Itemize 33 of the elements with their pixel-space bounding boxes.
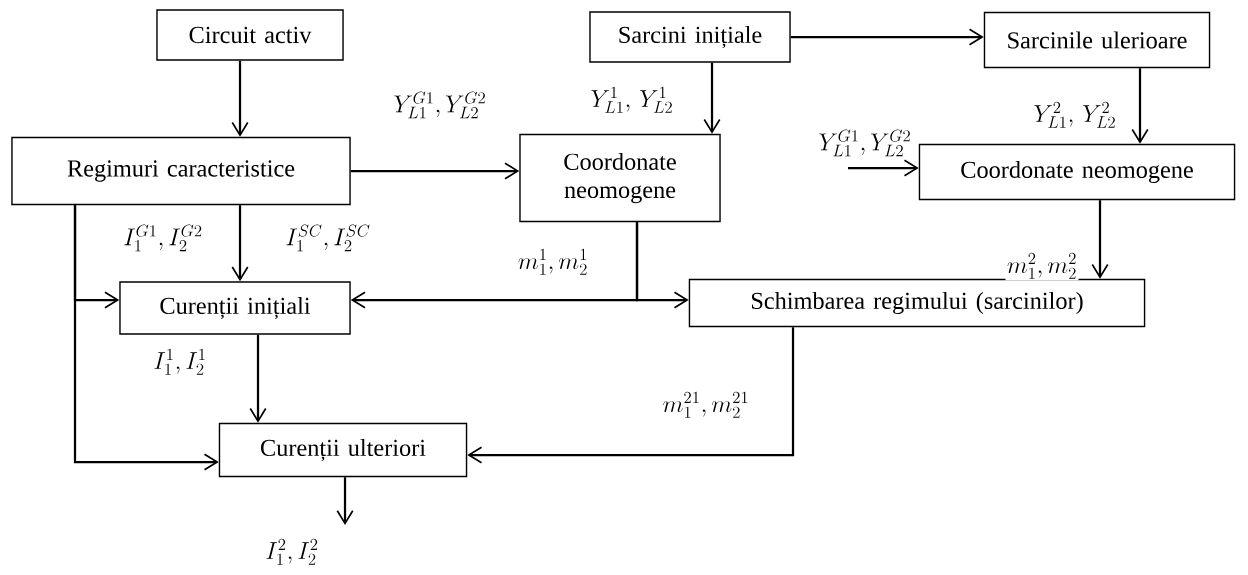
current-label: $I_1^{SC}, I_2^{SC}$ xyxy=(284,223,373,253)
process-box: Curenții inițiali xyxy=(119,281,351,335)
current-label: $I_1^{G1}, I_2^{G2}$ xyxy=(121,223,205,253)
arrow xyxy=(73,205,219,471)
edge-label: $m_1^{21}, m_2^{21}$ xyxy=(661,390,751,420)
process-box: Schimbarea regimului (sarcinilor) xyxy=(688,278,1146,328)
process-box: Coordonate neomogene xyxy=(918,143,1236,201)
edge-label: $Y_{L1}^{G1}, Y_{L2}^{G2}$ xyxy=(392,90,488,120)
edge-label: $Y_{L1}^{1},\, Y_{L2}^{1}$ xyxy=(589,85,675,115)
edge-label: $I_1^1, I_2^1$ xyxy=(151,347,209,377)
arrow xyxy=(1091,200,1109,279)
process-box: Curenții ulteriori xyxy=(218,422,468,478)
arrow xyxy=(703,62,721,134)
edge-label: $I_1^2, I_2^2$ xyxy=(263,537,321,567)
process-box: Sarcini inițiale xyxy=(589,11,791,63)
edge-label: $m_1^2, m_2^2$ xyxy=(1005,251,1079,281)
arrow xyxy=(790,28,984,46)
edge-label: $Y_{L1}^{2},\, Y_{L2}^{2}$ xyxy=(1032,100,1118,130)
process-box: Circuit activ xyxy=(156,9,344,61)
arrow xyxy=(350,162,520,180)
arrow xyxy=(231,60,249,137)
edge-label: $m_1^1, m_2^1$ xyxy=(516,247,590,277)
process-box: Sarcinile ulerioare xyxy=(983,11,1211,69)
arrow xyxy=(848,159,919,177)
arrow xyxy=(336,477,354,525)
edge-label: $Y_{L1}^{G1}, Y_{L2}^{G2}$ xyxy=(817,128,913,158)
arrow xyxy=(231,205,249,282)
process-box: Regimuri caracteristice xyxy=(11,136,351,206)
process-box: Coordonate neomogene xyxy=(519,133,721,223)
arrow xyxy=(635,222,689,309)
arrow xyxy=(1131,68,1149,144)
arrow xyxy=(249,334,267,423)
arrow xyxy=(467,327,795,464)
